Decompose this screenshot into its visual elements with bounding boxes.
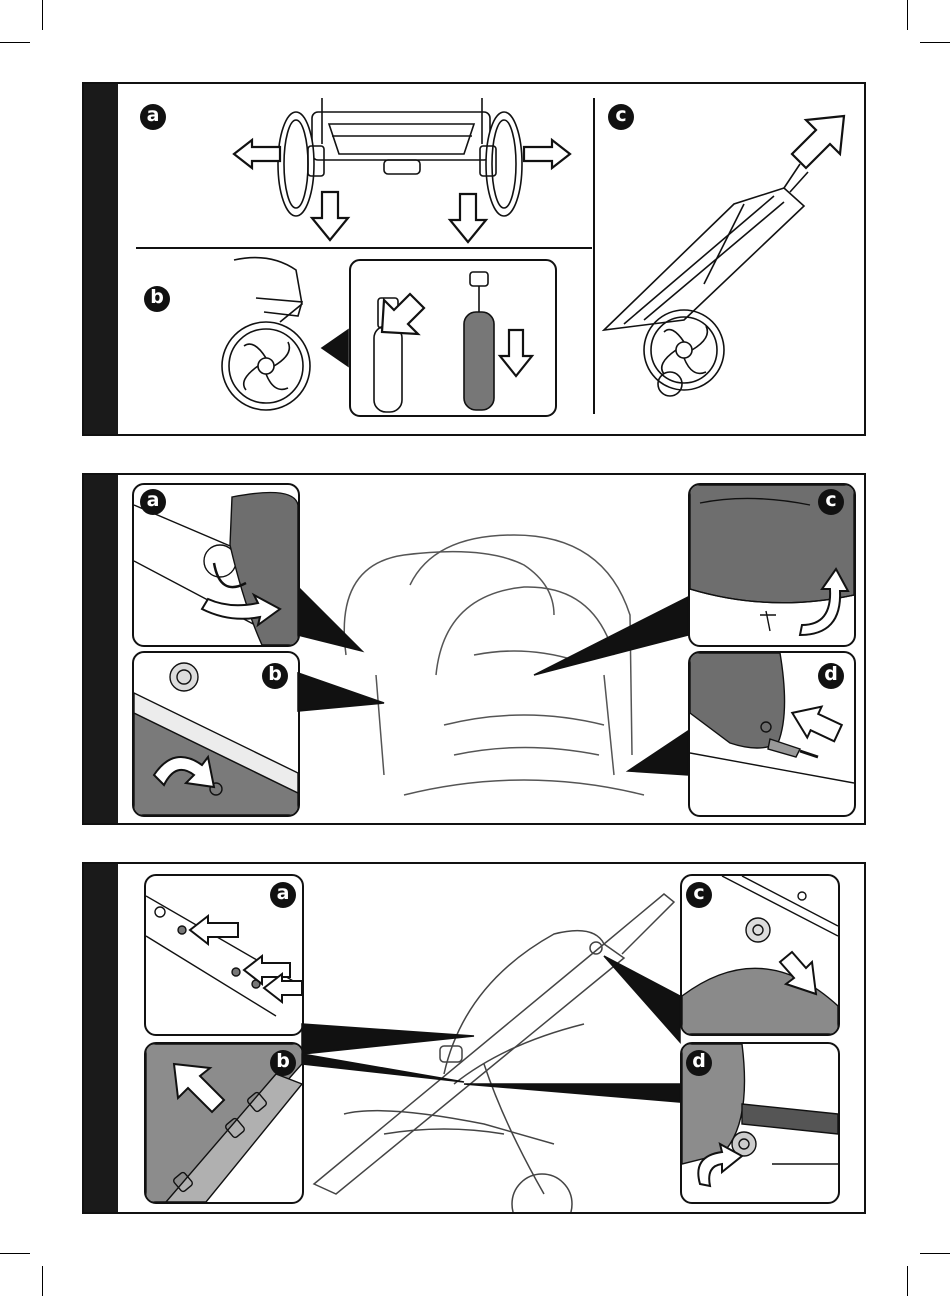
wheel-icon [480, 112, 522, 216]
stroller-frame-icon [344, 535, 644, 795]
stroller-frame-icon [604, 164, 808, 396]
crop-mark [0, 1253, 30, 1254]
crop-mark [0, 42, 30, 43]
arrow-left-icon [244, 956, 290, 984]
step-label-d: d [818, 663, 844, 689]
step-label-c: c [608, 104, 634, 130]
step-label-a: a [140, 489, 166, 515]
arrow-left-icon [264, 974, 302, 1002]
crop-mark [920, 42, 950, 43]
step-label-b: b [262, 663, 288, 689]
arrow-up-right-icon [792, 116, 844, 168]
arrow-down-icon [500, 330, 532, 376]
crop-mark [42, 0, 43, 30]
panel-1-artwork [84, 84, 864, 434]
step-label-b: b [270, 1050, 296, 1076]
instruction-panel-1: a b c [82, 82, 866, 436]
crop-mark [920, 1253, 950, 1254]
arrow-right-icon [524, 140, 570, 168]
step-label-b: b [144, 286, 170, 312]
crop-mark [907, 0, 908, 30]
arrow-left-icon [234, 140, 280, 168]
stroller-frame-icon [312, 98, 490, 174]
step-label-a: a [140, 104, 166, 130]
step-label-d: d [686, 1050, 712, 1076]
arrow-down-icon [450, 194, 486, 242]
arrow-down-icon [312, 192, 348, 240]
arrow-up-right-icon [382, 294, 424, 334]
instruction-panel-2: a b c [82, 473, 866, 825]
crop-mark [42, 1266, 43, 1296]
instruction-panel-3: a b c [82, 862, 866, 1214]
step-label-c: c [818, 489, 844, 515]
step-label-c: c [686, 882, 712, 908]
arrow-left-icon [190, 916, 238, 944]
arrow-left-icon [785, 697, 845, 749]
stroller-frame-icon [314, 894, 674, 1212]
crop-mark [907, 1266, 908, 1296]
wheel-icon [222, 258, 310, 410]
wheel-icon [278, 112, 324, 216]
step-label-a: a [270, 882, 296, 908]
